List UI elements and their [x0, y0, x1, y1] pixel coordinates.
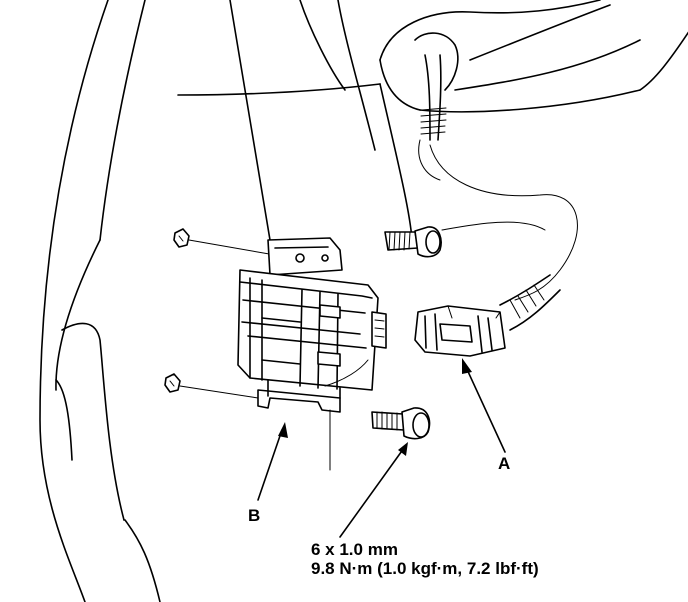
wire-harness: [418, 54, 578, 331]
clip-nuts: [164, 228, 276, 399]
callout-label-a: A: [498, 454, 511, 473]
bolt-spec: 6 x 1.0 mm 9.8 N·m (1.0 kgf·m, 7.2 lbf·f…: [311, 540, 539, 578]
torque-text: 9.8 N·m (1.0 kgf·m, 7.2 lbf·ft): [311, 559, 539, 578]
leader-lines: [257, 358, 506, 538]
callout-label-b: B: [248, 506, 261, 525]
connector-a: [414, 305, 506, 357]
bolt-size-text: 6 x 1.0 mm: [311, 540, 398, 559]
body-panel: [39, 0, 413, 602]
console-shape: [379, 0, 688, 113]
upper-bolt: [384, 226, 442, 258]
bracket-module: [237, 237, 387, 471]
lower-bolt: [371, 407, 431, 440]
